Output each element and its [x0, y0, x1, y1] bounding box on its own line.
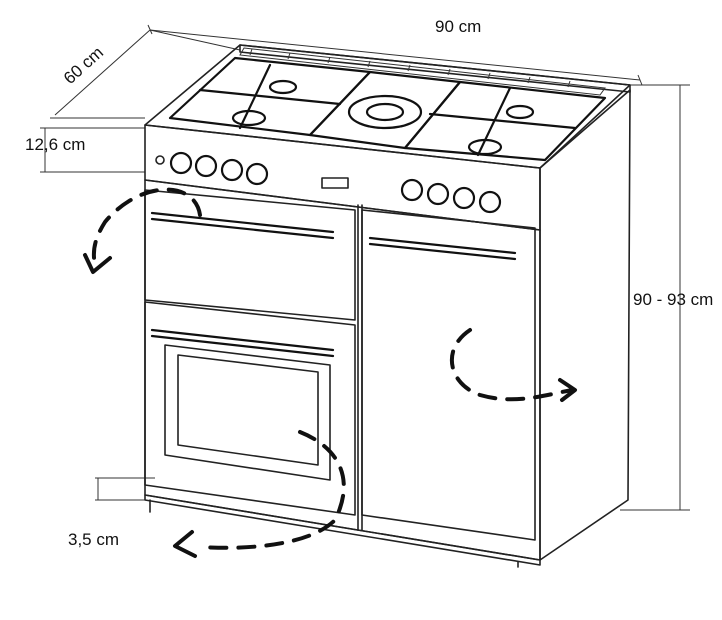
- burner-front-left: [231, 109, 267, 127]
- plinth-label: 3,5 cm: [68, 530, 119, 549]
- knob-2: [194, 154, 218, 178]
- knob-7: [452, 186, 476, 210]
- hob: [168, 56, 607, 162]
- wok-burner-inner: [365, 102, 405, 122]
- knob-5: [400, 178, 424, 202]
- knob-8: [478, 190, 502, 214]
- main-oven-door: [144, 301, 356, 516]
- clock-display: [321, 177, 349, 189]
- main-arrow-head: [173, 530, 197, 558]
- burners: [231, 79, 535, 156]
- right-arrow-head: [558, 378, 577, 402]
- grill-door: [144, 189, 356, 321]
- left-knobs: [155, 151, 269, 186]
- knob-4: [245, 162, 269, 186]
- dimension-labels: 90 cm 60 cm 12,6 cm 90 - 93 cm 3,5 cm: [25, 17, 713, 549]
- grill-door-arrow: [91, 187, 202, 267]
- wok-burner: [347, 94, 423, 130]
- depth-label: 60 cm: [60, 43, 107, 88]
- opening-arrows: [83, 187, 577, 558]
- dimension-lines: [40, 24, 690, 511]
- right-oven-door: [361, 209, 536, 541]
- burner-front-right: [467, 138, 503, 156]
- knob-1: [169, 151, 193, 175]
- knob-6: [426, 182, 450, 206]
- burner-back-left: [268, 79, 298, 95]
- width-label: 90 cm: [435, 17, 481, 36]
- right-door-arrow: [450, 328, 574, 402]
- burner-back-right: [505, 104, 535, 120]
- height-label: 90 - 93 cm: [633, 290, 713, 309]
- knob-3: [220, 158, 244, 182]
- ignition-button: [155, 155, 165, 165]
- top-height-label: 12,6 cm: [25, 135, 85, 154]
- back-vent: [239, 47, 606, 96]
- main-door-arrow: [198, 430, 346, 550]
- right-knobs: [400, 178, 502, 214]
- grill-arrow-head: [83, 253, 112, 274]
